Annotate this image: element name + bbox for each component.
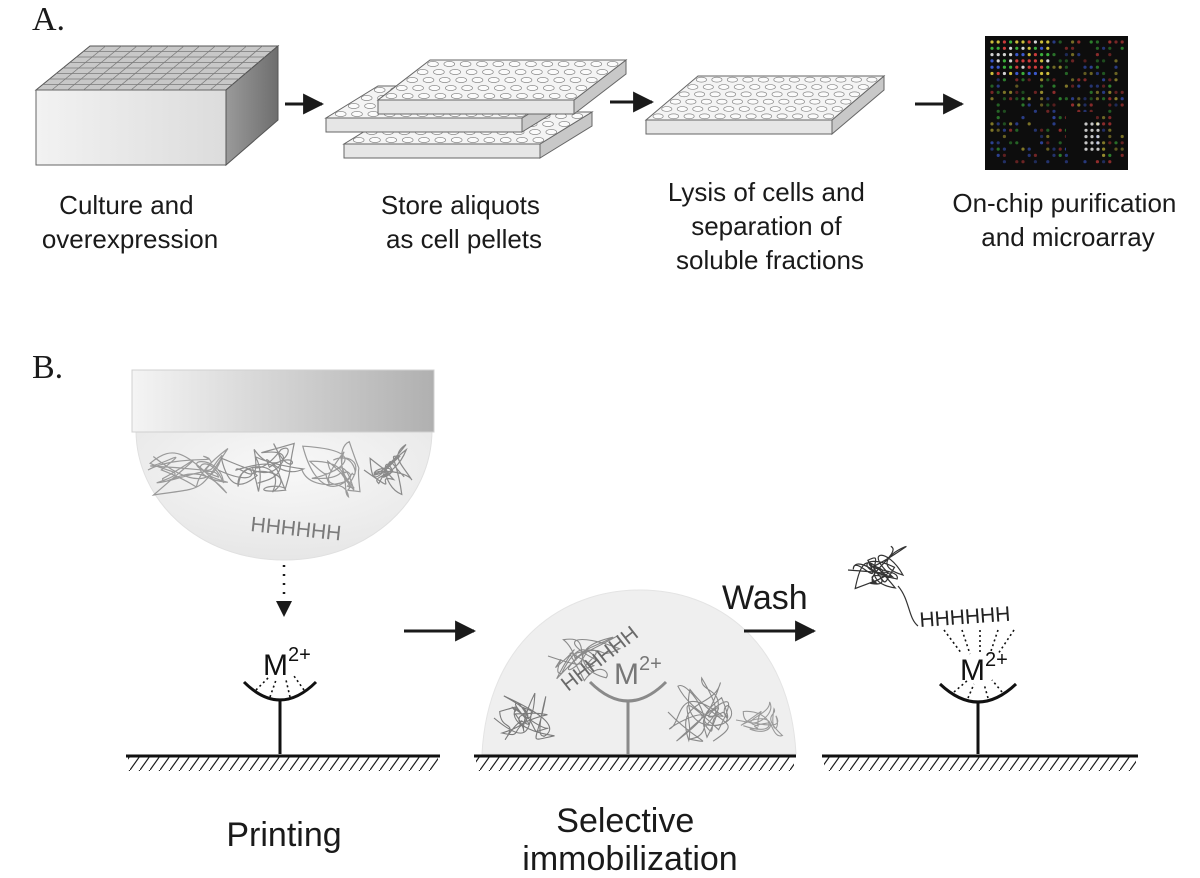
deposit-arrowhead [276, 601, 292, 617]
surface-printing [126, 754, 440, 771]
linker-middle [588, 680, 668, 754]
linker-bound [938, 679, 1018, 754]
step-2-caption: Store aliquots as cell pellets [381, 190, 547, 254]
lysis-plate [644, 74, 886, 136]
print-head [131, 369, 435, 561]
panel-a-label: A. [32, 1, 65, 38]
linker-printing [242, 675, 318, 754]
panel-b-label: B. [32, 349, 63, 386]
step-4-caption: On-chip purification and microarray [952, 188, 1183, 252]
his-tag-bound: HHHHHH [919, 603, 1011, 632]
step-3-caption: Lysis of cells and separation of soluble… [668, 177, 872, 275]
metal-ion-middle: M2+ [614, 653, 662, 691]
chelation-bonds-bound [943, 629, 1015, 655]
metal-ion-bound: M2+ [960, 649, 1008, 687]
culture-block [34, 44, 280, 167]
surface-bound [822, 754, 1138, 771]
wash-label: Wash [722, 579, 808, 617]
microarray-spots [990, 40, 1124, 164]
protein-tangle-bound [847, 545, 919, 627]
microarray-chip [985, 36, 1128, 170]
surface-middle [474, 754, 796, 771]
stacked-plates [324, 58, 628, 159]
printing-caption: Printing [226, 816, 341, 854]
well-grid [42, 45, 272, 91]
metal-ion-printing: M2+ [263, 644, 311, 682]
step-1-caption: Culture and overexpression [42, 190, 218, 254]
protein-tangle-droplet [147, 440, 413, 499]
selective-immobilization-caption: Selective immobilization [522, 802, 737, 878]
protein-tangles-middle [493, 634, 784, 743]
